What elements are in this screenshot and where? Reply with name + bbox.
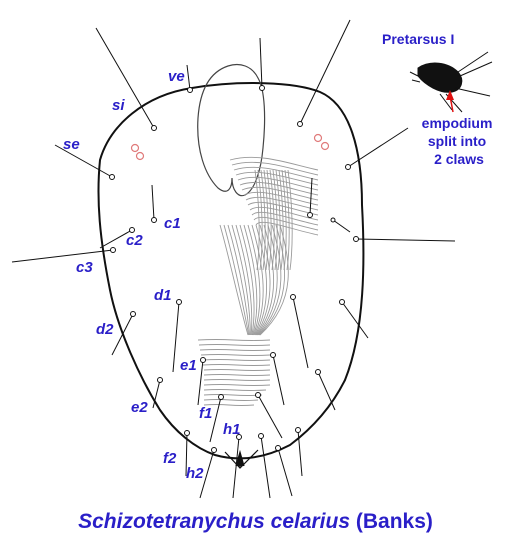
seta-c2-right bbox=[332, 219, 351, 233]
seta-c2-left bbox=[99, 229, 133, 249]
label-se: se bbox=[63, 136, 80, 153]
seta-e1-left bbox=[197, 359, 204, 406]
label-ve: ve bbox=[168, 68, 185, 85]
note-line-2: split into bbox=[428, 133, 486, 149]
pretarsus-drawing bbox=[409, 51, 493, 113]
seta-f1-left bbox=[209, 396, 222, 443]
anal-valves bbox=[224, 449, 259, 469]
note-line-3: 2 claws bbox=[434, 151, 484, 167]
seta-si-right bbox=[299, 19, 351, 125]
figure-caption: Schizotetranychus celarius (Banks) bbox=[0, 510, 511, 534]
propodosomal-shield bbox=[197, 63, 266, 197]
label-c2: c2 bbox=[126, 232, 143, 249]
label-c3: c3 bbox=[76, 259, 93, 276]
seta-c1-right bbox=[309, 177, 313, 216]
inset-note: empodium split into 2 claws bbox=[422, 115, 497, 167]
seta-se-right bbox=[347, 127, 409, 168]
seta-si-left bbox=[95, 27, 155, 129]
label-c1: c1 bbox=[164, 215, 181, 232]
seta-labels: ve si se c1 c2 c3 d1 d2 e1 e2 f1 f2 h1 h… bbox=[63, 68, 241, 482]
label-si: si bbox=[112, 97, 125, 114]
seta-f2-left bbox=[185, 432, 188, 477]
label-h1: h1 bbox=[223, 421, 241, 438]
label-d2: d2 bbox=[96, 321, 114, 338]
seta-ve-left bbox=[186, 64, 191, 91]
eye-right-2 bbox=[320, 141, 330, 151]
inset-title: Pretarsus I bbox=[382, 31, 454, 47]
caption-author: (Banks) bbox=[355, 510, 433, 533]
eyes bbox=[130, 133, 330, 161]
seta-d1-right bbox=[292, 296, 309, 369]
label-d1: d1 bbox=[154, 287, 172, 304]
seta-c3-left bbox=[11, 249, 114, 263]
seta-h2-right bbox=[277, 447, 293, 497]
seta-h1-right bbox=[260, 435, 271, 499]
seta-h2-left bbox=[199, 449, 215, 499]
caption-species: Schizotetranychus celarius bbox=[78, 510, 351, 533]
label-e1: e1 bbox=[180, 357, 197, 374]
label-e2: e2 bbox=[131, 399, 148, 416]
seta-c1-left bbox=[151, 184, 155, 221]
pretarsus-inset: Pretarsus I empodium split into 2 claws bbox=[382, 31, 497, 167]
seta-se-left bbox=[54, 144, 113, 178]
seta-c3-right bbox=[355, 238, 456, 242]
seta-f2-right bbox=[297, 429, 303, 477]
seta-h1-left bbox=[232, 436, 240, 499]
seta-f1-right bbox=[257, 394, 283, 439]
eye-left-1 bbox=[130, 143, 140, 153]
label-h2: h2 bbox=[186, 465, 204, 482]
seta-e1-right bbox=[272, 354, 285, 406]
empodium-arrow bbox=[446, 90, 454, 113]
eye-right-1 bbox=[313, 133, 323, 143]
label-f2: f2 bbox=[163, 450, 177, 467]
seta-ve-right bbox=[259, 37, 263, 89]
body-outline bbox=[97, 82, 365, 460]
setae bbox=[11, 19, 456, 499]
seta-d2-right bbox=[341, 301, 369, 339]
seta-e2-right bbox=[317, 371, 336, 411]
seta-d1-left bbox=[172, 301, 180, 373]
seta-d2-left bbox=[111, 313, 134, 356]
seta-e2-left bbox=[152, 379, 161, 409]
cuticle-striae bbox=[197, 156, 319, 407]
label-f1: f1 bbox=[199, 405, 212, 422]
eye-left-2 bbox=[135, 151, 145, 161]
note-line-1: empodium bbox=[422, 115, 493, 131]
